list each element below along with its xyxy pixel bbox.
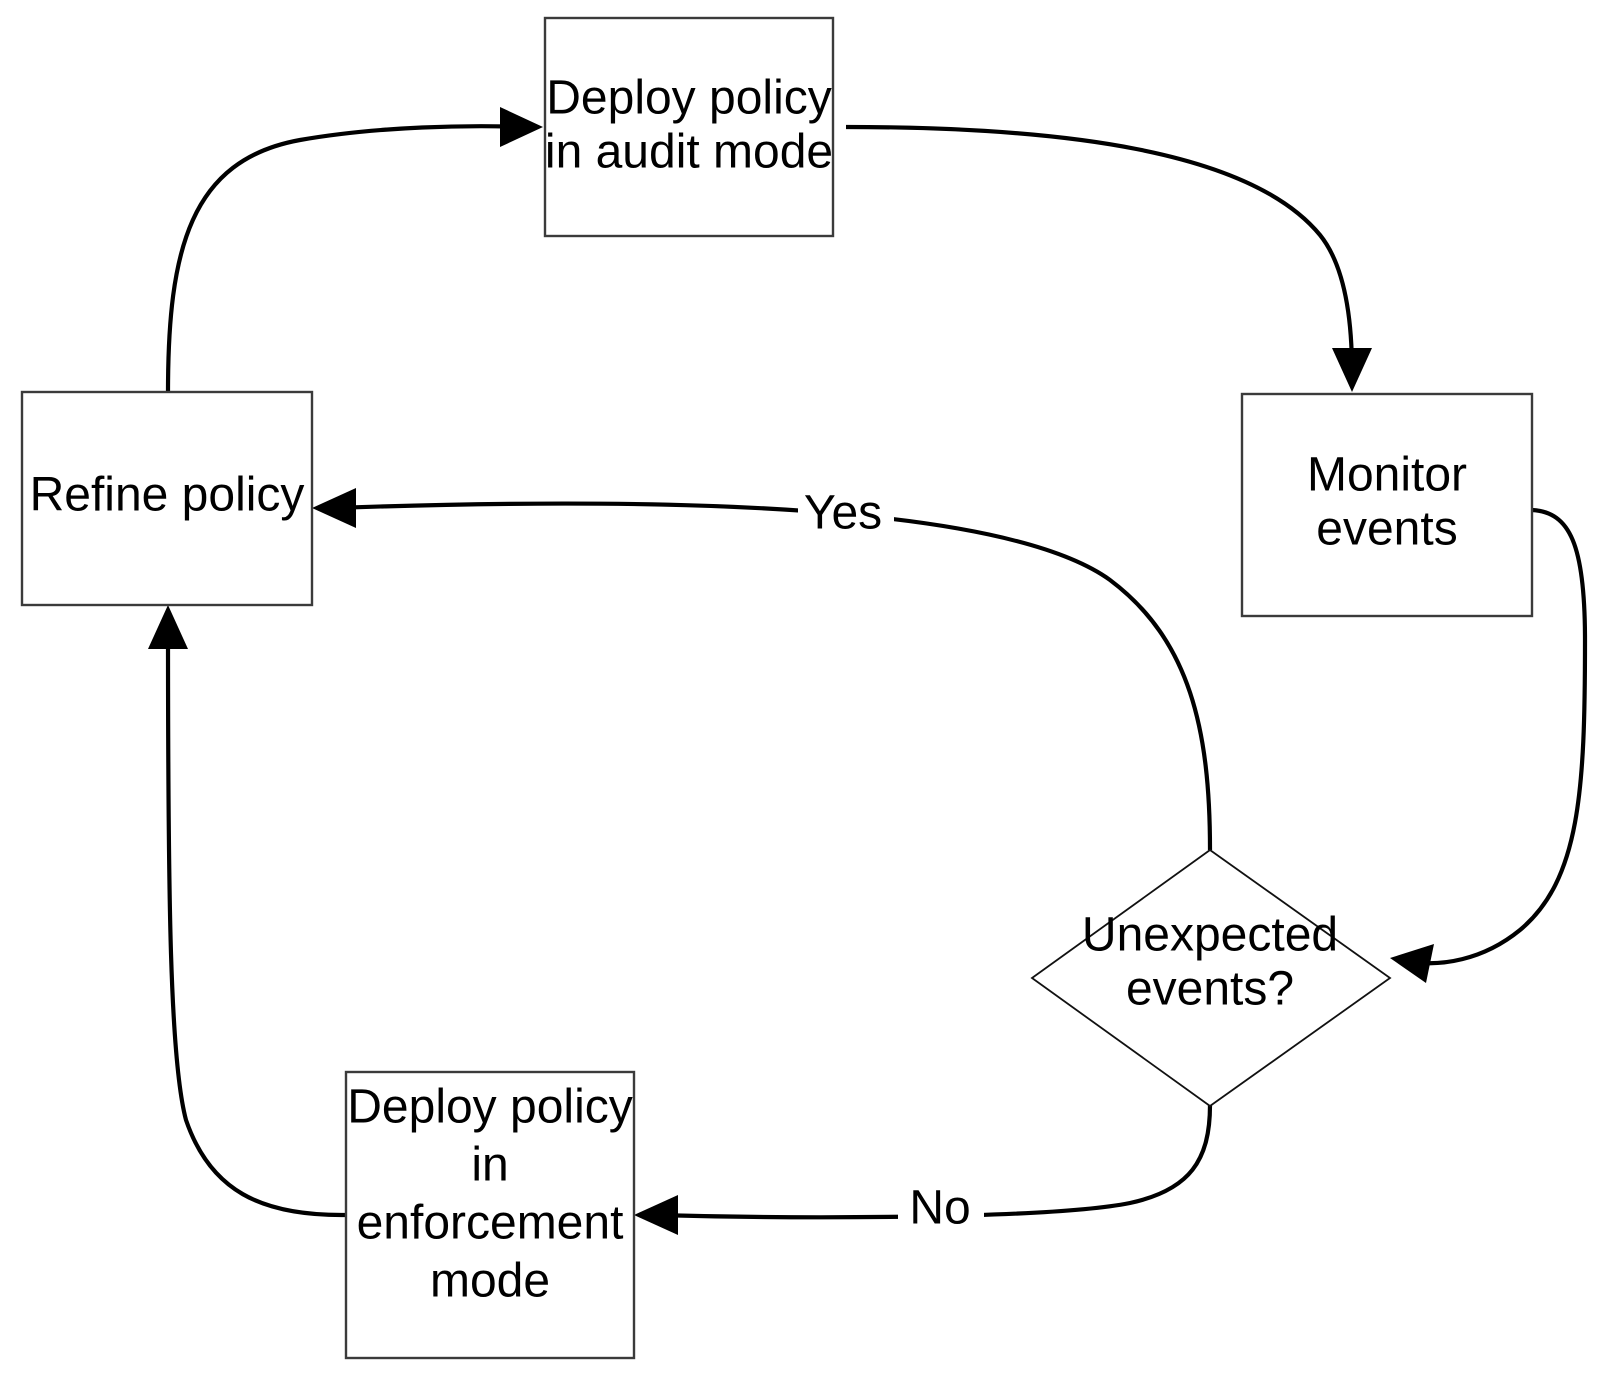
node-monitor-events[interactable]: Monitor events [1240,392,1534,618]
node-label-unexpected-events-line1: Unexpected [1082,909,1338,962]
node-deploy-policy-enforcement-mode[interactable]: Deploy policy in enforcement mode [344,1070,636,1360]
arrowhead-into-monitor-events [1332,348,1372,392]
node-label-deploy-enforcement-line1: Deploy policy [347,1081,632,1134]
node-label-monitor-events-line1: Monitor [1307,449,1467,502]
yes-label-backdrop [798,486,894,538]
node-diamond-unexpected-events[interactable] [1030,848,1392,1108]
arrowhead-into-deploy-audit [500,107,543,147]
edge-path-monitor-to-decision [1411,507,1588,966]
edge-enforcement-to-refine [148,605,347,1218]
edge-label-no: No [909,1182,970,1235]
node-box-refine-policy[interactable] [20,390,314,607]
node-unexpected-events-decision[interactable]: Unexpected events? [1030,848,1392,1108]
node-box-monitor-events[interactable] [1240,392,1534,618]
arrowhead-into-refine-policy-yes [312,488,356,528]
node-label-monitor-events-line2: events [1316,503,1457,556]
node-deploy-policy-audit-mode[interactable]: Deploy policy in audit mode [543,16,835,238]
arrowhead-into-enforcement [634,1195,678,1235]
edge-decision-no-to-enforcement: No [634,1104,1213,1237]
node-label-deploy-enforcement-line3: enforcement [357,1197,624,1250]
node-label-deploy-enforcement-line2: in [471,1139,508,1192]
edge-label-yes: Yes [804,487,882,540]
edge-path-enforcement-to-refine [165,627,347,1218]
node-label-unexpected-events-line2: events? [1126,963,1294,1016]
no-label-backdrop [898,1185,984,1237]
edge-path-decision-no-to-enforcement [655,1104,1213,1220]
edge-decision-yes-to-refine: Yes [312,486,1213,851]
edge-monitor-to-decision [1390,507,1588,983]
node-label-deploy-enforcement-line4: mode [430,1255,550,1308]
arrowhead-into-refine-policy-bottom [148,605,188,649]
node-label-refine-policy: Refine policy [30,469,305,522]
edge-path-deploy-audit-to-monitor [845,124,1355,373]
edge-refine-to-deploy-audit [165,107,543,393]
node-box-deploy-enforcement[interactable] [344,1070,636,1360]
edge-path-refine-to-deploy-audit [165,124,528,393]
node-box-deploy-audit[interactable] [543,16,835,238]
edge-path-decision-yes-to-refine [333,501,1213,851]
node-refine-policy[interactable]: Refine policy [20,390,314,607]
node-label-deploy-audit-line2: in audit mode [545,126,833,179]
edge-deploy-audit-to-monitor [845,124,1372,392]
node-label-deploy-audit-line1: Deploy policy [546,72,831,125]
arrowhead-into-decision [1390,944,1434,983]
